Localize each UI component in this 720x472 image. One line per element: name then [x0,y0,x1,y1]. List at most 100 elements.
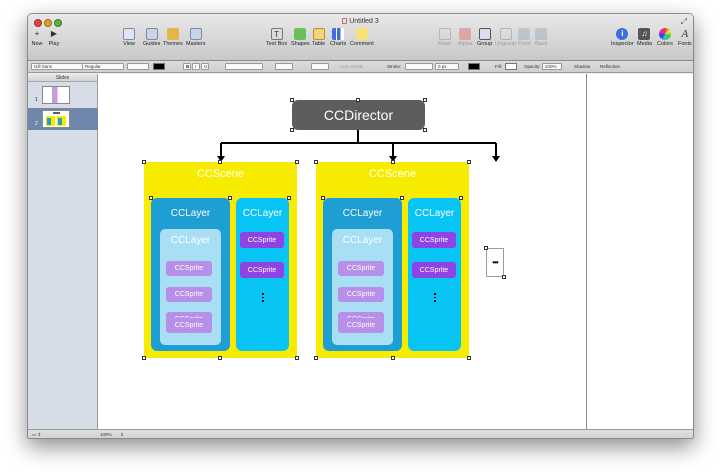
front-button[interactable]: Front [518,28,531,47]
selection-handle[interactable] [290,98,294,102]
font-size-field[interactable] [127,63,149,70]
selection-handle[interactable] [484,246,488,250]
stroke-style-select[interactable] [405,63,433,70]
zoom-select[interactable]: 100% [100,432,112,437]
view-mode-icon[interactable]: ▭ ⇕ [32,432,42,437]
stroke-width-field[interactable]: 0 px [435,63,459,70]
group-button[interactable]: Group [477,28,492,47]
ccsprite[interactable]: CCSprite [412,262,456,278]
selection-handle[interactable] [218,160,222,164]
more-sprites-dots [434,293,436,304]
selection-handle[interactable] [502,275,506,279]
selection-handle[interactable] [459,196,463,200]
selection-handle[interactable] [314,356,318,360]
ccsprite[interactable]: CCSprite [166,287,212,302]
fill-color-swatch[interactable] [505,63,517,70]
comment-button[interactable]: Comment [350,28,374,47]
ccsprite[interactable]: CCSprite [338,287,384,302]
minimize-window-button[interactable] [44,19,52,27]
italic-button[interactable]: I [192,63,200,70]
slide-thumbnail-row[interactable]: 1 [28,84,98,106]
selection-handle[interactable] [290,128,294,132]
play-button[interactable]: ▶Play [48,29,60,47]
shadow-checkbox[interactable]: Shadow [574,64,591,69]
text-color-swatch[interactable] [153,63,165,70]
stroke-color-swatch[interactable] [468,63,480,70]
media-button[interactable]: ♫Media [637,28,652,47]
selection-handle[interactable] [149,196,153,200]
selection-handle[interactable] [321,196,325,200]
slides-header: Slides [28,74,97,82]
close-window-button[interactable] [34,19,42,27]
ccsprite[interactable]: CCSprite [166,318,212,333]
group-icon [478,28,491,40]
ungroup-button[interactable]: Ungroup [495,28,516,47]
columns-select[interactable] [311,63,329,70]
slide-thumbnail[interactable] [42,86,70,104]
opacity-label: Opacity: [524,64,541,69]
spacing-select[interactable] [275,63,293,70]
slide-number: 1 [35,97,38,103]
selection-handle[interactable] [295,160,299,164]
charts-button[interactable]: Charts [330,28,346,47]
selection-handle[interactable] [314,160,318,164]
themes-button[interactable]: Themes [163,28,183,47]
shapes-button[interactable]: Shapes [291,28,310,47]
fullscreen-icon[interactable]: ⤢ [680,17,687,26]
selection-handle[interactable] [356,98,360,102]
bold-button[interactable]: B [183,63,191,70]
ccdirector-box[interactable]: CCDirector [292,100,425,130]
selection-handle[interactable] [423,128,427,132]
opacity-field[interactable]: 100% [542,63,562,70]
ccsprite[interactable]: CCSprite [338,261,384,276]
view-button[interactable]: View [123,28,135,47]
guides-button[interactable]: Guides [143,28,160,47]
ccsprite[interactable]: CCSprite [412,232,456,248]
mask-button[interactable]: Mask [438,28,451,47]
ccsprite[interactable]: CCSprite [166,261,212,276]
masters-icon [189,28,202,40]
selection-handle[interactable] [142,160,146,164]
table-button[interactable]: Table [312,28,325,47]
ccsprite[interactable]: CCSprite [240,262,284,278]
ccsprite[interactable]: CCSprite [338,318,384,333]
underline-button[interactable]: U [201,63,209,70]
selection-handle[interactable] [391,356,395,360]
slide-thumbnail-row-selected[interactable]: 2 [28,108,98,130]
chevron-updown-icon[interactable]: ⇕ [120,432,124,437]
ccsprite[interactable]: CCSprite [240,232,284,248]
masters-button[interactable]: Masters [186,28,206,47]
selection-handle[interactable] [228,196,232,200]
shapes-icon [294,28,307,40]
alignment-buttons[interactable] [225,63,263,70]
media-icon: ♫ [638,28,651,40]
new-slide-button[interactable]: +New [31,29,43,47]
charts-icon [332,28,345,40]
stroke-label: Stroke: [387,64,402,69]
slide-thumbnail[interactable] [42,110,70,128]
reflection-checkbox[interactable]: Reflection [600,64,621,69]
selection-handle[interactable] [295,356,299,360]
selection-handle[interactable] [467,356,471,360]
slide-canvas[interactable]: CCDirector CCScene CCLayer CCLayer CCSpr… [98,74,586,429]
themes-icon [166,28,179,40]
selection-handle[interactable] [142,356,146,360]
autoshrink-checkbox[interactable]: Auto-shrink [340,64,363,69]
font-style-select[interactable]: Regular [82,63,124,70]
alpha-button[interactable]: Alpha [458,28,472,47]
selection-handle[interactable] [423,98,427,102]
colors-button[interactable]: Colors [657,28,673,47]
selection-handle[interactable] [391,160,395,164]
connector-lines [217,130,500,162]
zoom-window-button[interactable] [54,19,62,27]
selection-handle[interactable] [218,356,222,360]
selection-handle[interactable] [287,196,291,200]
selection-handle[interactable] [467,160,471,164]
more-scenes-box[interactable]: ••• [486,248,504,277]
selection-handle[interactable] [400,196,404,200]
mask-icon [438,28,451,40]
back-button[interactable]: Back [535,28,547,47]
